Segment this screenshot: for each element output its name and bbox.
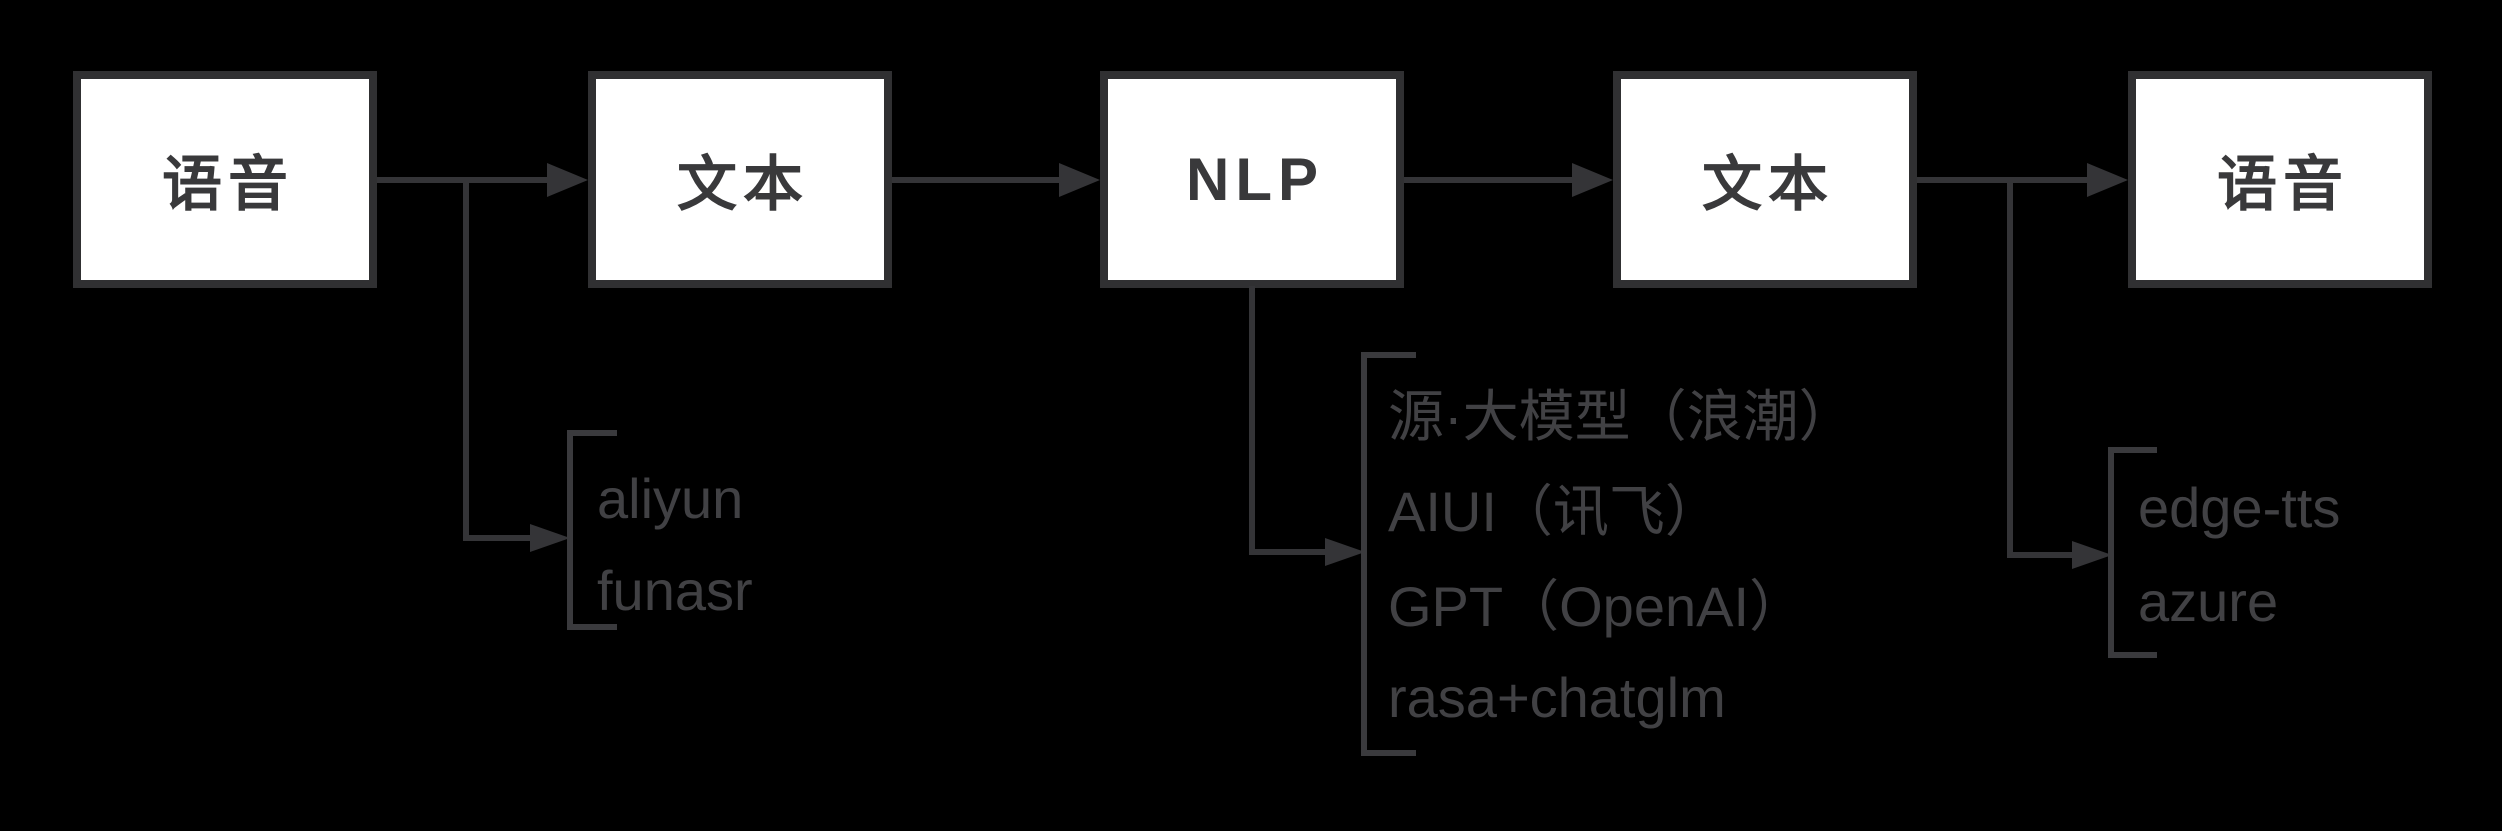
branch-line-asr	[463, 535, 535, 541]
node-nlp: NLP	[1100, 71, 1404, 288]
list-item-nlp: AIUI（讯飞）	[1388, 479, 1721, 543]
node-label: 文本	[1702, 151, 1834, 218]
arrow-right-icon	[1572, 163, 1613, 197]
list-item-asr: funasr	[597, 558, 753, 622]
arrow-right-icon	[1325, 538, 1365, 566]
branch-line-tts	[2007, 177, 2013, 558]
list-item-tts: azure	[2138, 569, 2279, 633]
arrow-right-icon	[2087, 163, 2128, 197]
node-speech-input: 语音	[73, 71, 377, 288]
arrow-right-icon	[2072, 541, 2112, 569]
list-item-nlp: 源·大模型（浪潮）	[1388, 384, 1855, 448]
node-text-asr: 文本	[588, 71, 892, 288]
node-label: 文本	[677, 151, 809, 218]
list-item-asr: aliyun	[597, 466, 744, 530]
branch-line-nlp	[1249, 286, 1255, 555]
arrow-right-icon	[1059, 163, 1100, 197]
list-item-nlp: rasa+chatglm	[1388, 665, 1726, 729]
node-label: 语音	[2217, 151, 2349, 218]
node-label: 语音	[162, 151, 294, 218]
list-item-nlp: GPT（OpenAI）	[1388, 574, 1806, 638]
bracket-nlp	[1361, 352, 1416, 756]
connector-line	[1917, 177, 2090, 183]
bracket-tts	[2108, 447, 2157, 658]
arrow-right-icon	[547, 163, 588, 197]
node-label: NLP	[1186, 146, 1324, 213]
branch-line-tts	[2007, 552, 2072, 558]
arrow-right-icon	[530, 524, 570, 552]
node-speech-output: 语音	[2128, 71, 2432, 288]
node-text-response: 文本	[1613, 71, 1917, 288]
branch-line-nlp	[1249, 549, 1330, 555]
connector-line	[892, 177, 1063, 183]
branch-line-asr	[463, 177, 469, 541]
list-item-tts: edge-tts	[2138, 475, 2341, 539]
connector-line	[1404, 177, 1575, 183]
bracket-asr	[567, 430, 617, 630]
